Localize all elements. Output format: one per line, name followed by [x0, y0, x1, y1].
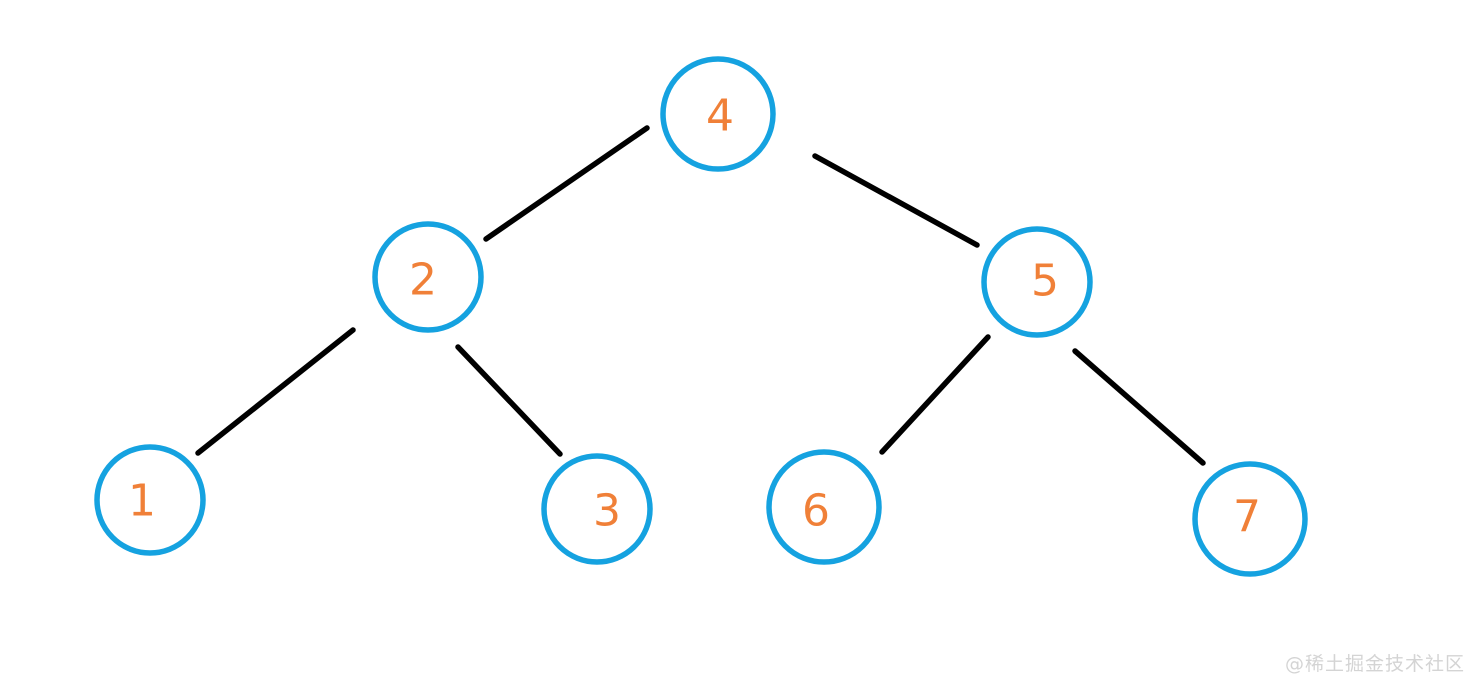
tree-edge-n2-n1 [195, 327, 356, 456]
tree-edge-n5-n7 [1072, 348, 1206, 466]
tree-node-4: 4 [660, 56, 776, 172]
tree-node-7: 7 [1192, 461, 1308, 577]
tree-node-1: 1 [94, 444, 206, 556]
watermark: @稀土掘金技术社区 [1284, 653, 1465, 675]
node-label-3: 3 [593, 486, 621, 537]
tree-node-5: 5 [981, 226, 1093, 338]
node-label-1: 1 [128, 476, 156, 527]
node-circle-4 [660, 56, 776, 172]
node-label-5: 5 [1031, 256, 1059, 307]
node-circle-3 [541, 453, 653, 565]
tree-edge-n2-n3 [455, 344, 563, 457]
tree-node-6: 6 [766, 449, 882, 565]
node-label-4: 4 [706, 91, 734, 142]
node-circle-5 [981, 226, 1093, 338]
node-circle-1 [94, 444, 206, 556]
tree-node-3: 3 [541, 453, 653, 565]
node-circle-6 [766, 449, 882, 565]
node-label-7: 7 [1233, 492, 1261, 543]
tree-edge-n5-n6 [879, 334, 991, 455]
node-circle-2 [372, 221, 484, 333]
node-label-6: 6 [802, 486, 830, 537]
tree-edge-n4-n5 [812, 153, 980, 248]
tree-node-2: 2 [372, 221, 484, 333]
tree-edge-n4-n2 [483, 125, 650, 242]
node-circle-7 [1192, 461, 1308, 577]
node-label-2: 2 [409, 255, 437, 306]
